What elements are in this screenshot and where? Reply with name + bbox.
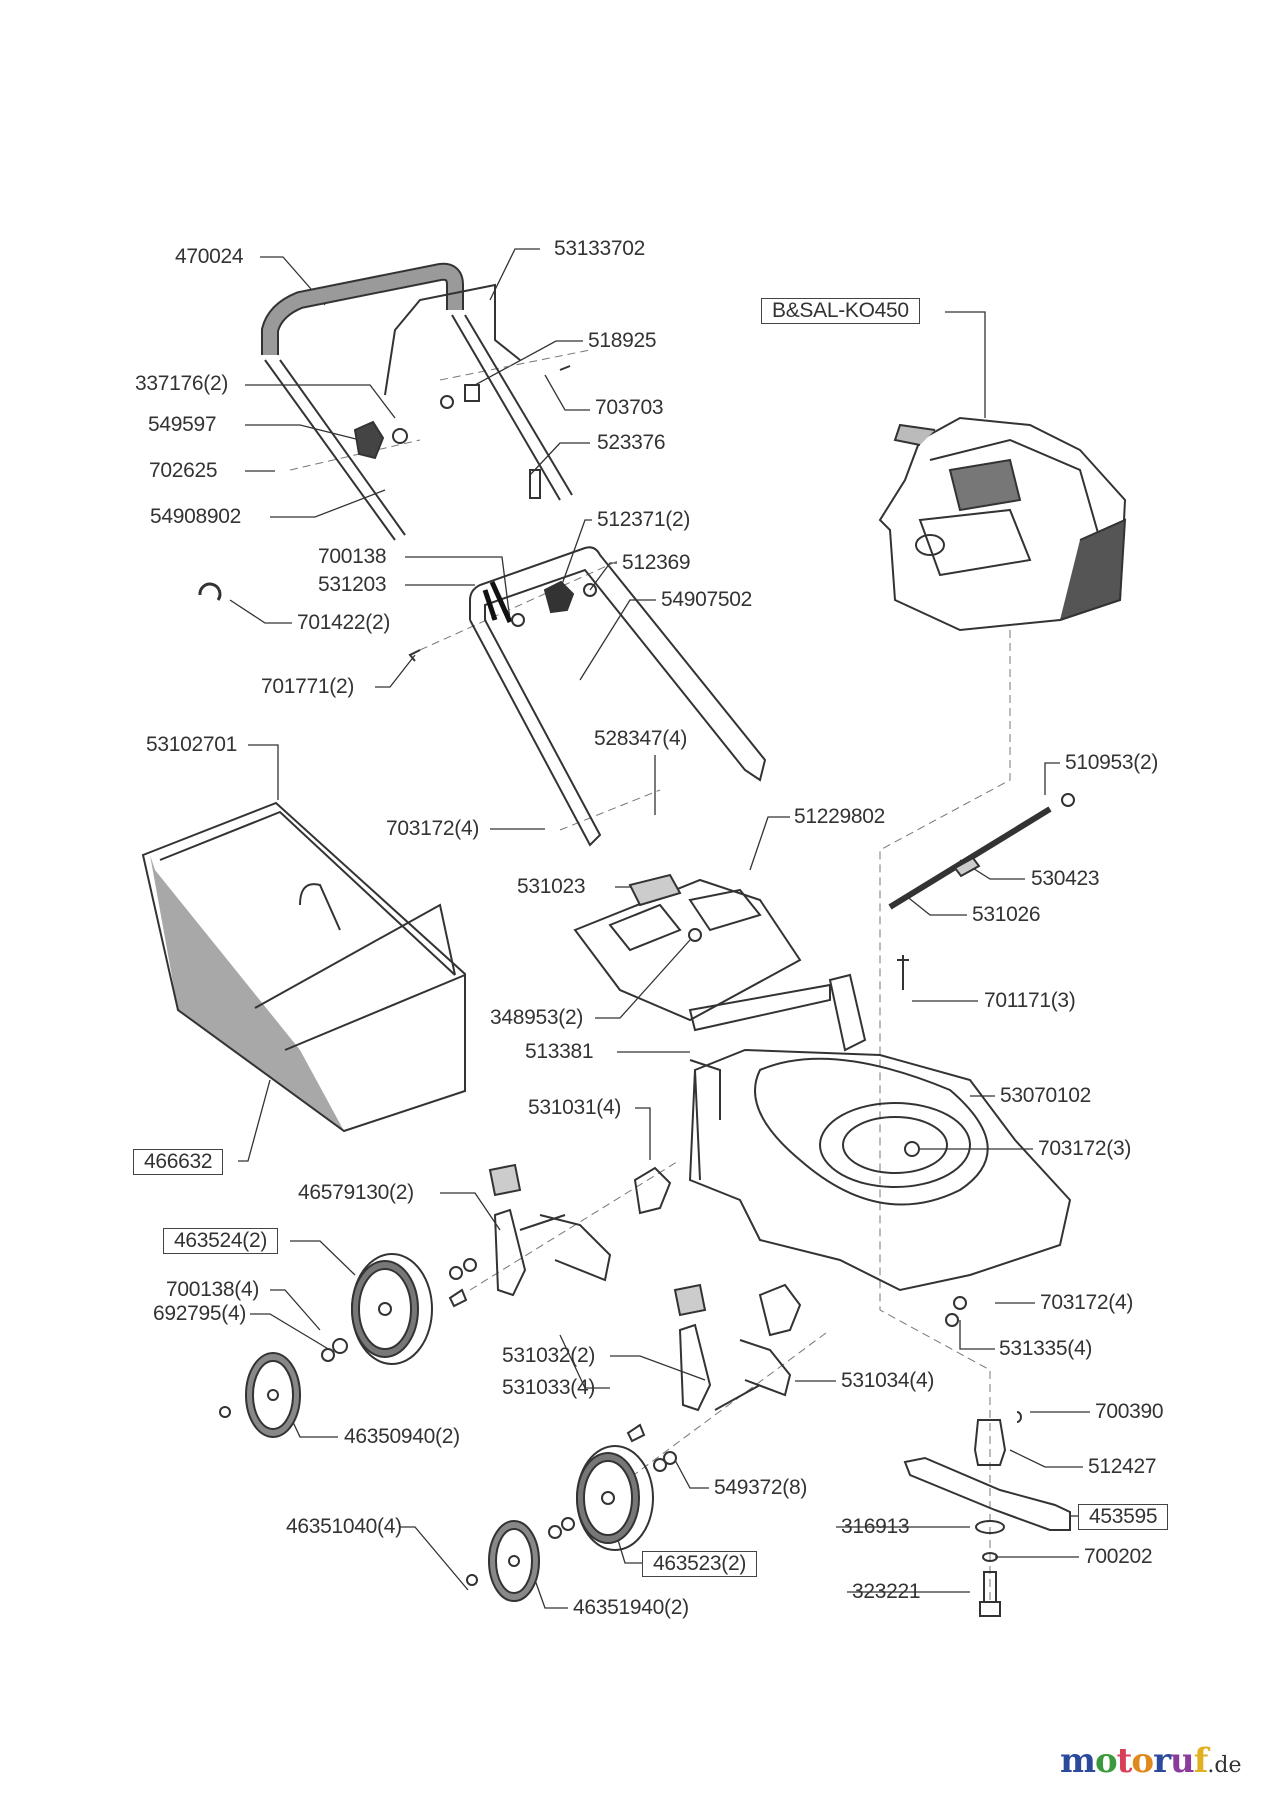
part-label[interactable]: 530423: [1031, 867, 1100, 890]
part-label[interactable]: 528347(4): [594, 727, 688, 750]
part-label[interactable]: 316913: [841, 1515, 910, 1538]
part-label[interactable]: 323221: [852, 1580, 921, 1603]
front-wheel: [351, 1253, 477, 1365]
part-label[interactable]: 549372(8): [714, 1476, 808, 1499]
part-label[interactable]: 53070102: [1000, 1084, 1092, 1107]
assembly-dashed-lines: [289, 349, 1011, 1600]
engine-part-label[interactable]: B&SAL-KO450: [761, 298, 920, 324]
rear-wheel: [576, 1423, 677, 1551]
logo-letter: o: [1094, 1741, 1118, 1781]
rear-wheel-cover: [466, 1517, 575, 1602]
part-label[interactable]: 518925: [588, 329, 657, 352]
part-label[interactable]: 700202: [1084, 1545, 1153, 1568]
part-label[interactable]: 531033(4): [502, 1376, 596, 1399]
part-label[interactable]: 531031(4): [528, 1096, 622, 1119]
motoruf-logo: motoruf.de: [1060, 1740, 1241, 1787]
part-label[interactable]: 531335(4): [999, 1337, 1093, 1360]
part-label[interactable]: 53133702: [554, 237, 646, 260]
part-label[interactable]: 54907502: [661, 588, 753, 611]
logo-letter: m: [1060, 1741, 1096, 1781]
logo-letter: t: [1116, 1741, 1133, 1781]
part-label[interactable]: 531023: [517, 875, 586, 898]
wheel-height-adjusters: [488, 1163, 802, 1412]
wheel-part-label[interactable]: 463524(2): [163, 1228, 279, 1254]
part-label[interactable]: 53102701: [146, 733, 238, 756]
part-label[interactable]: 46351040(4): [286, 1515, 402, 1538]
part-label[interactable]: 337176(2): [135, 372, 229, 395]
rear-axle-rod: [888, 793, 1075, 1327]
part-label[interactable]: 703703: [595, 396, 664, 419]
part-label[interactable]: 512371(2): [597, 508, 691, 531]
grass-catcher: [141, 801, 466, 1133]
part-label[interactable]: 510953(2): [1065, 751, 1159, 774]
part-label[interactable]: 523376: [597, 431, 666, 454]
blade-part-label[interactable]: 453595: [1078, 1504, 1169, 1530]
part-label[interactable]: 54908902: [150, 505, 242, 528]
part-label[interactable]: 701422(2): [297, 611, 391, 634]
part-label[interactable]: 512369: [622, 551, 691, 574]
logo-letter: u: [1170, 1741, 1195, 1781]
part-label[interactable]: 348953(2): [490, 1006, 584, 1029]
part-label[interactable]: 531034(4): [841, 1369, 935, 1392]
part-label[interactable]: 703172(4): [1040, 1291, 1134, 1314]
logo-letter: f: [1193, 1741, 1209, 1781]
rear-flap: [573, 873, 831, 1032]
logo-letter: o: [1131, 1741, 1154, 1781]
wheel-part-label[interactable]: 463523(2): [642, 1551, 758, 1577]
part-label[interactable]: 700390: [1095, 1400, 1164, 1423]
cable-clip-parts: [353, 365, 571, 499]
part-label[interactable]: 46579130(2): [298, 1181, 414, 1204]
grass-bag-part-label[interactable]: 466632: [133, 1149, 224, 1175]
part-label[interactable]: 700138(4): [166, 1278, 260, 1301]
part-label[interactable]: 531026: [972, 903, 1041, 926]
part-label[interactable]: 513381: [525, 1040, 594, 1063]
part-label[interactable]: 703172(4): [386, 817, 480, 840]
part-label[interactable]: 531203: [318, 573, 387, 596]
part-label[interactable]: 46351940(2): [573, 1596, 689, 1619]
part-label[interactable]: 470024: [175, 245, 244, 268]
blade-assembly: [903, 1411, 1071, 1617]
part-label[interactable]: 692795(4): [153, 1302, 247, 1325]
mower-deck: [688, 973, 1072, 1292]
logo-suffix: .de: [1207, 1753, 1242, 1778]
part-label[interactable]: 51229802: [794, 805, 886, 828]
part-label[interactable]: 701171(3): [984, 989, 1076, 1012]
part-label[interactable]: 702625: [149, 459, 218, 482]
logo-letter: r: [1153, 1741, 1171, 1781]
part-label[interactable]: 46350940(2): [344, 1425, 460, 1448]
part-label[interactable]: 549597: [148, 413, 217, 436]
lower-handle: [198, 546, 767, 847]
part-label[interactable]: 703172(3): [1038, 1137, 1132, 1160]
part-label[interactable]: 531032(2): [502, 1344, 596, 1367]
engine: [878, 416, 1127, 632]
upper-handle: [261, 262, 573, 541]
front-wheel-cover: [219, 1338, 348, 1438]
part-label[interactable]: 512427: [1088, 1455, 1157, 1478]
part-label[interactable]: 701771(2): [261, 675, 355, 698]
part-label[interactable]: 700138: [318, 545, 387, 568]
